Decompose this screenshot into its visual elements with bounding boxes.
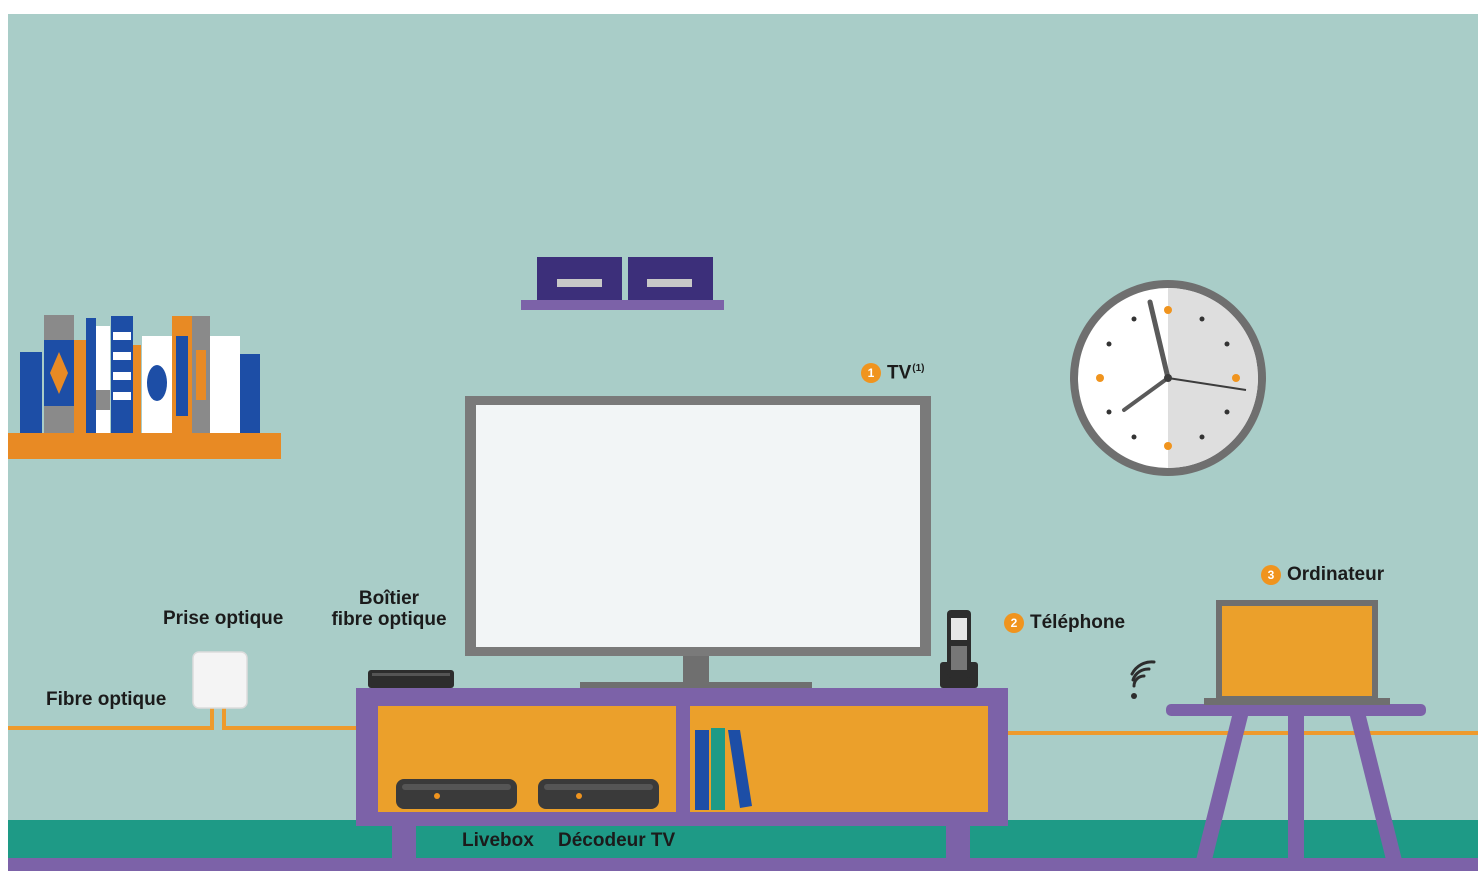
label-tv: 1 TV(1): [861, 358, 925, 383]
laptop: [1204, 600, 1390, 705]
optical-outlet: [193, 652, 247, 708]
fibre-box: [368, 670, 454, 688]
label-boitier-line1: Boîtier: [324, 588, 454, 609]
label-ordinateur: 3 Ordinateur: [1261, 564, 1384, 585]
label-boitier-line2: fibre optique: [324, 609, 454, 630]
label-telephone-text: Téléphone: [1030, 612, 1125, 633]
label-telephone: 2 Téléphone: [1004, 612, 1125, 633]
label-ordinateur-text: Ordinateur: [1287, 564, 1384, 585]
badge-2: 2: [1004, 613, 1024, 633]
badge-1: 1: [861, 363, 881, 383]
label-fibre-optique: Fibre optique: [46, 689, 166, 710]
label-tv-footnote: (1): [912, 363, 924, 374]
label-prise-optique: Prise optique: [163, 608, 283, 629]
tv-decoder-device: [538, 779, 659, 809]
label-livebox: Livebox: [462, 830, 534, 851]
livebox-device: [396, 779, 517, 809]
wall-clock: [1070, 280, 1266, 476]
label-tv-text: TV: [887, 362, 911, 383]
badge-3: 3: [1261, 565, 1281, 585]
tv: [465, 396, 931, 689]
label-decodeur-tv: Décodeur TV: [558, 830, 675, 851]
label-boitier-fibre: Boîtier fibre optique: [324, 588, 454, 630]
